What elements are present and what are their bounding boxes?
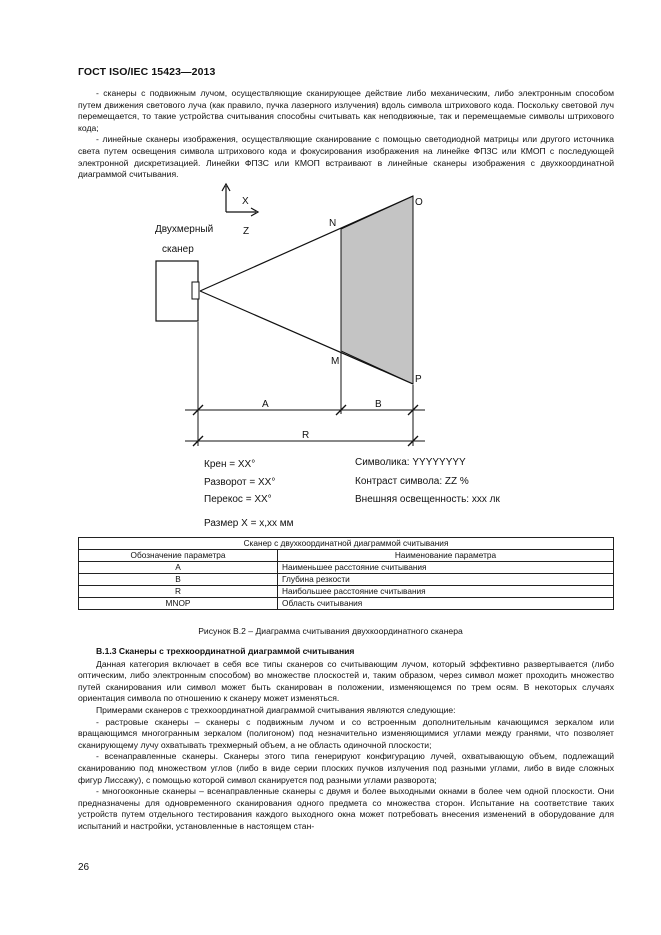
- scanner-window: [191, 281, 200, 300]
- x-axis-arrowhead: [221, 182, 231, 192]
- table-cell-code: R: [78, 585, 278, 598]
- section-paragraph: - всенаправленные сканеры. Сканеры этого…: [78, 751, 614, 785]
- dimension-tick: [407, 435, 419, 447]
- beam-lower-line: [199, 290, 414, 385]
- table-header-name: Наименование параметра: [277, 549, 614, 562]
- table-title-row: Сканер с двухкоординатной диаграммой счи…: [78, 537, 614, 550]
- dimension-b-label: B: [375, 399, 382, 410]
- table-title: Сканер с двухкоординатной диаграммой счи…: [78, 537, 614, 550]
- table-row: A Наименьшее расстояние считывания: [78, 561, 614, 574]
- document-header: ГОСТ ISO/IEC 15423—2013: [78, 66, 216, 78]
- param-size: Размер X = x,xx мм: [204, 518, 294, 529]
- param-illumination: Внешняя освещенность: xxx лк: [355, 494, 500, 505]
- section-b13: В.1.3 Сканеры с трехкоординатной диаграм…: [78, 646, 614, 833]
- table-cell-code: B: [78, 573, 278, 586]
- section-paragraph: Данная категория включает в себя все тип…: [78, 658, 614, 704]
- section-heading: В.1.3 Сканеры с трехкоординатной диаграм…: [96, 646, 355, 656]
- table-cell-code: A: [78, 561, 278, 574]
- table-row: MNOP Область считывания: [78, 597, 614, 610]
- axis-x-label: X: [242, 196, 249, 207]
- param-symbology: Символика: YYYYYYYY: [355, 457, 466, 468]
- page-number: 26: [78, 862, 90, 873]
- beam-upper-line: [199, 195, 414, 292]
- dimension-tick: [192, 404, 204, 416]
- reading-area-mnop: [340, 195, 414, 385]
- param-yaw: Разворот = XX°: [204, 477, 275, 488]
- intro-text: - сканеры с подвижным лучом, осуществляю…: [78, 88, 614, 181]
- dimension-tick: [407, 404, 419, 416]
- scanner-label-line1: Двухмерный: [155, 224, 213, 235]
- table-cell-code: MNOP: [78, 597, 278, 610]
- intro-paragraph-2: - линейные сканеры изображения, осуществ…: [78, 134, 614, 180]
- table-row: B Глубина резкости: [78, 573, 614, 586]
- dimension-tick: [192, 435, 204, 447]
- dimension-r-label: R: [302, 430, 309, 441]
- scanner-box: [155, 260, 199, 322]
- table-header-row: Обозначение параметра Наименование парам…: [78, 549, 614, 562]
- param-contrast: Контраст символа: ZZ %: [355, 476, 469, 487]
- table-cell-name: Наименьшее расстояние считывания: [277, 561, 614, 574]
- table-header-code: Обозначение параметра: [78, 549, 278, 562]
- section-paragraph: - растровые сканеры – сканеры с подвижны…: [78, 716, 614, 750]
- section-paragraph: - многооконные сканеры – всенаправленные…: [78, 786, 614, 831]
- param-roll: Крен = XX°: [204, 459, 255, 470]
- table-cell-name: Глубина резкости: [277, 573, 614, 586]
- point-p-label: P: [415, 374, 422, 385]
- scan-diagram: X Z Двухмерный сканер N O M P A B R Крен…: [155, 182, 500, 529]
- table-cell-name: Область считывания: [277, 597, 614, 610]
- dimension-tick: [335, 404, 347, 416]
- section-paragraph: Примерами сканеров с трехкоординатной ди…: [96, 704, 456, 715]
- param-skew: Перекос = XX°: [204, 494, 272, 505]
- scanner-label-line2: сканер: [162, 244, 194, 255]
- parameter-table: Сканер с двухкоординатной диаграммой счи…: [78, 537, 614, 610]
- z-axis-arrowhead: [250, 207, 260, 217]
- point-m-label: M: [331, 356, 339, 367]
- intro-paragraph-1: - сканеры с подвижным лучом, осуществляю…: [78, 88, 614, 133]
- dimension-a-label: A: [262, 399, 269, 410]
- figure-caption: Рисунок В.2 – Диаграмма считывания двухк…: [198, 626, 463, 636]
- table-cell-name: Наибольшее расстояние считывания: [277, 585, 614, 598]
- table-row: R Наибольшее расстояние считывания: [78, 585, 614, 598]
- point-n-label: N: [329, 218, 336, 229]
- axis-z-label: Z: [243, 226, 249, 237]
- point-o-label: O: [415, 197, 423, 208]
